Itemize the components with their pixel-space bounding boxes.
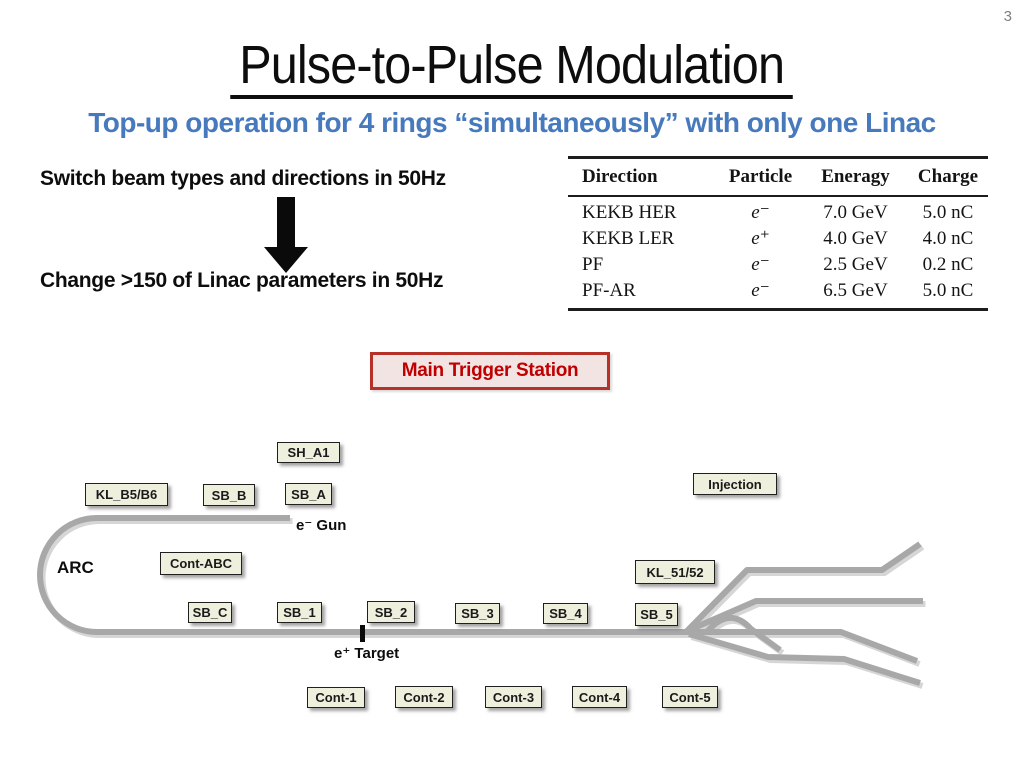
table-header-cell: Charge — [917, 166, 979, 187]
beamline-paths — [37, 515, 923, 686]
beamline-branch-second — [685, 598, 923, 634]
table-cell: 5.0 nC — [922, 202, 974, 223]
diagram-node-sb-a: SB_A — [285, 483, 332, 505]
diagram-node-cont-abc: Cont-ABC — [160, 552, 242, 575]
diagram-label-e-gun: e⁻ Gun — [296, 517, 347, 534]
table-cell: 5.0 nC — [922, 280, 974, 301]
table-cell: KEKB LER — [582, 228, 675, 249]
diagram-node-sb-b: SB_B — [203, 484, 255, 506]
table-rule-top — [568, 156, 988, 159]
diagram-node-cont-5: Cont-5 — [662, 686, 718, 708]
diagram-node-sb-5: SB_5 — [635, 603, 678, 626]
diagram-label-e-target: e⁺ Target — [334, 645, 400, 662]
beamline-branch-top — [684, 541, 922, 634]
table-row: KEKB LER e⁺ 4.0 GeV 4.0 nC — [568, 226, 988, 252]
table-row: PF-AR e⁻ 6.5 GeV 5.0 nC — [568, 278, 988, 304]
table-row: KEKB HER e⁻ 7.0 GeV 5.0 nC — [568, 200, 988, 226]
table-cell: e⁻ — [751, 254, 770, 275]
table-cell: KEKB HER — [582, 202, 677, 223]
diagram-node-cont-3: Cont-3 — [485, 686, 542, 708]
diagram-node-cont-1: Cont-1 — [307, 687, 365, 708]
diagram-node-sb-c: SB_C — [188, 602, 232, 623]
table-rule-mid — [568, 195, 988, 197]
diagram-node-sb-3: SB_3 — [455, 603, 500, 624]
down-arrow-icon — [264, 197, 308, 273]
table-cell: 2.5 GeV — [823, 254, 888, 275]
table-body: KEKB HER e⁻ 7.0 GeV 5.0 nC KEKB LER e⁺ 4.0 GeV… — [568, 197, 988, 308]
beamline-main-u — [37, 515, 919, 664]
table-rule-bottom — [568, 308, 988, 311]
diagram-label-arc: ARC — [57, 558, 94, 577]
table-cell: e⁻ — [751, 280, 770, 301]
diagram-node-sb-4: SB_4 — [543, 603, 588, 624]
main-trigger-station-box: Main Trigger Station — [370, 352, 610, 390]
slide-title: Pulse-to-Pulse Modulation — [230, 38, 794, 99]
diagram-node-kl-b5-b6: KL_B5/B6 — [85, 483, 168, 506]
diagram-node-injection: Injection — [693, 473, 777, 495]
table-cell: 0.2 nC — [922, 254, 974, 275]
table-cell: 7.0 GeV — [823, 202, 888, 223]
table-header-cell: Direction — [582, 166, 658, 187]
table-cell: e⁺ — [751, 228, 770, 249]
text-change-linac-parameters: Change >150 of Linac parameters in 50Hz — [40, 269, 444, 292]
table-header-cell: Eneragy — [821, 166, 890, 187]
e-plus-target-tick — [360, 625, 365, 642]
table-cell: PF-AR — [582, 280, 636, 301]
page-number: 3 — [1003, 8, 1012, 25]
diagram-node-cont-2: Cont-2 — [395, 686, 453, 708]
slide-subtitle: Top-up operation for 4 rings “simultaneo… — [88, 107, 936, 138]
table-row: PF e⁻ 2.5 GeV 0.2 nC — [568, 252, 988, 278]
table-cell: PF — [582, 254, 604, 275]
diagram-node-sh-a1: SH_A1 — [277, 442, 340, 463]
title-wrap: Pulse-to-Pulse Modulation — [0, 38, 1024, 99]
table-cell: 4.0 nC — [922, 228, 974, 249]
table-header-row: Direction Particle Eneragy Charge — [568, 159, 988, 195]
table-cell: 6.5 GeV — [823, 280, 888, 301]
diagram-node-cont-4: Cont-4 — [572, 686, 627, 708]
text-switch-beam-types: Switch beam types and directions in 50Hz — [40, 167, 446, 190]
diagram-node-sb-2: SB_2 — [367, 601, 415, 623]
table-cell: 4.0 GeV — [823, 228, 888, 249]
beamline-small-loop — [703, 615, 782, 653]
diagram-node-sb-1: SB_1 — [277, 602, 322, 623]
beam-parameter-table: Direction Particle Eneragy Charge KEKB HER e… — [568, 156, 988, 311]
diagram-node-kl-51-52: KL_51/52 — [635, 560, 715, 584]
beamline-branch-bottom — [688, 631, 921, 686]
table-cell: e⁻ — [751, 202, 770, 223]
table-header-cell: Particle — [728, 166, 793, 187]
